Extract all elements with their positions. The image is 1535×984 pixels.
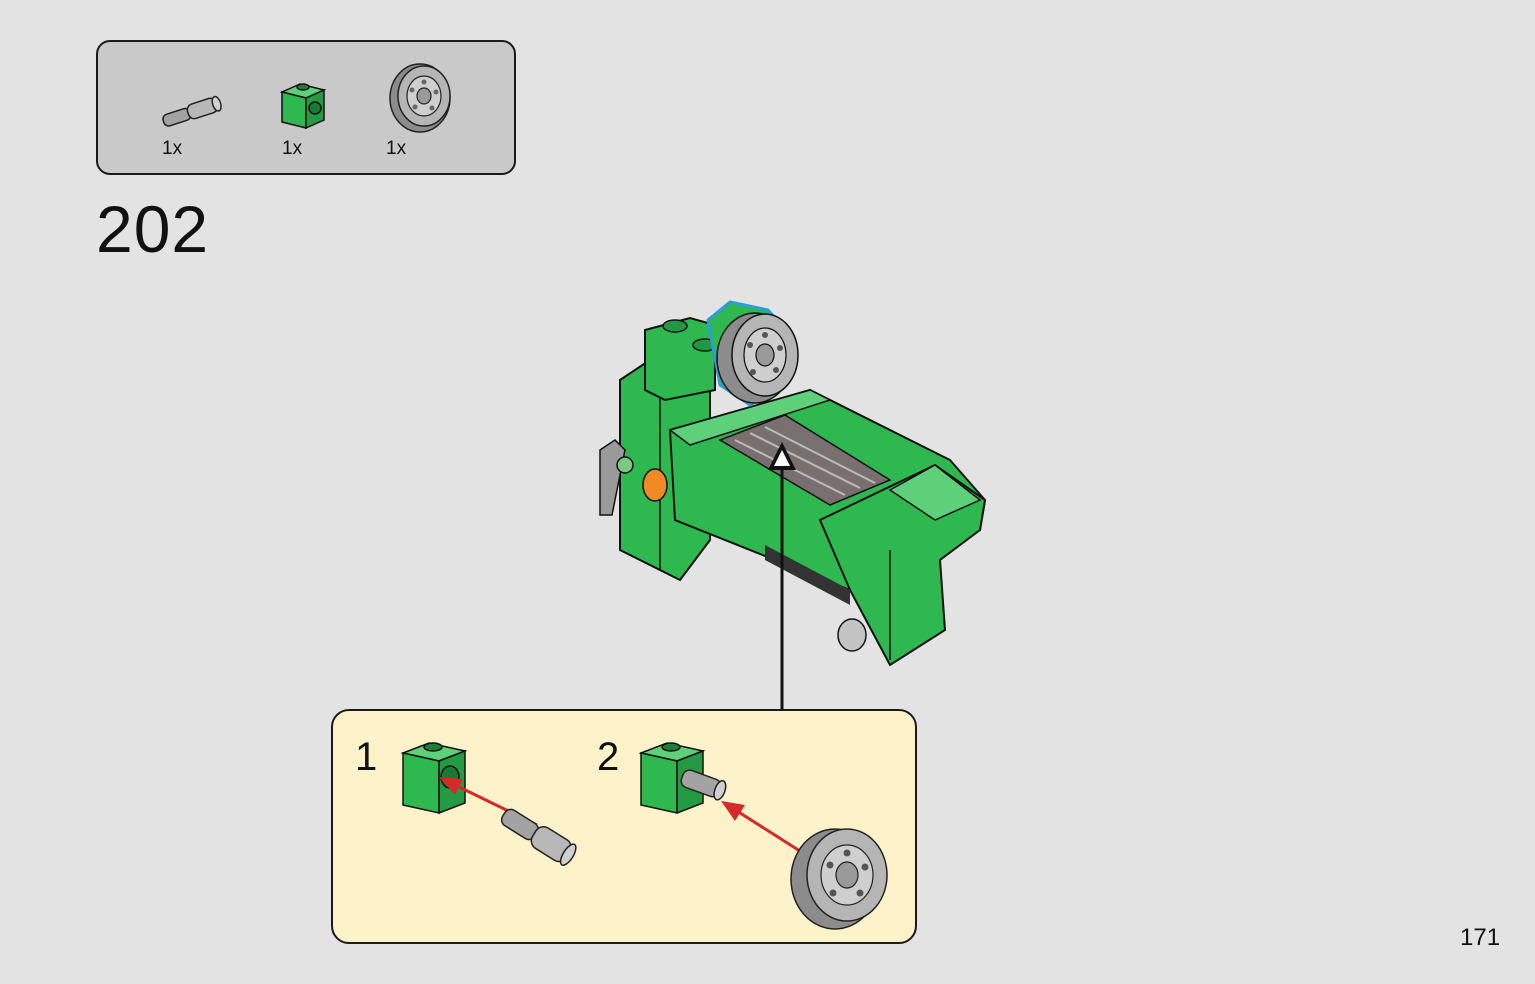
wheel-icon: [389, 63, 451, 133]
green-technic-brick-icon: [279, 83, 327, 130]
model-illustration: [599, 300, 987, 667]
part-quantity: 1x: [162, 138, 183, 159]
green-technic-brick-icon: [638, 742, 727, 815]
wheel-icon: [790, 828, 888, 930]
callout-arrow: [768, 442, 796, 710]
step-number: 202: [96, 192, 210, 266]
part-quantity: 1x: [282, 138, 303, 159]
sub-step-number: 2: [597, 735, 620, 779]
red-arrow: [721, 801, 804, 855]
part-quantity: 1x: [386, 138, 407, 159]
axle-pin-icon: [500, 808, 577, 866]
axle-pin-icon: [162, 95, 222, 127]
sub-assembly-box: 1 2: [331, 709, 917, 944]
page-number: 171: [1460, 924, 1501, 951]
parts-list-box: 1x 1x 1x: [96, 40, 516, 175]
sub-step-number: 1: [355, 735, 378, 779]
